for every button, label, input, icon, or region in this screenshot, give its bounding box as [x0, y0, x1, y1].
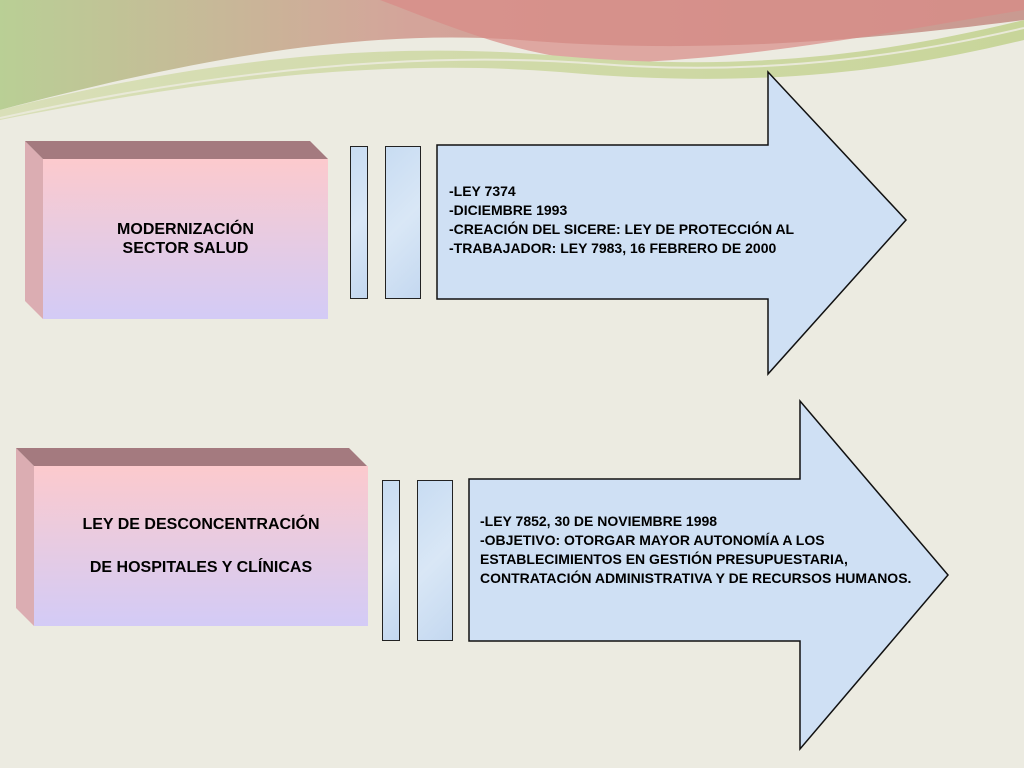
- top-arrow: [436, 70, 908, 376]
- decorative-wave-banner: [0, 0, 1024, 120]
- top-arrow-item: -LEY 7374: [449, 183, 516, 199]
- top-arrow-item: -TRABAJADOR: LEY 7983, 16 FEBRERO DE 200…: [449, 240, 777, 256]
- top-arrow-item: -CREACIÓN DEL SICERE: LEY DE PROTECCIÓN …: [449, 221, 795, 237]
- top-box-line-1: MODERNIZACIÓN: [117, 221, 254, 238]
- top-box-line-2: SECTOR SALUD: [122, 240, 249, 257]
- bottom-box-line-2: DE HOSPITALES Y CLÍNICAS: [89, 559, 313, 576]
- bottom-thin-bar-2: [417, 480, 453, 641]
- bottom-box-bevel: [16, 448, 367, 626]
- bottom-arrow-list: -LEY 7852, 30 DE NOVIEMBRE 1998 -OBJETIV…: [480, 512, 942, 588]
- top-box: MODERNIZACIÓN SECTOR SALUD: [43, 159, 328, 319]
- bottom-thin-bar-1: [382, 480, 400, 641]
- top-box-bevel: [25, 141, 328, 319]
- top-arrow-list: -LEY 7374 -DICIEMBRE 1993 -CREACIÓN DEL …: [449, 182, 794, 258]
- top-thin-bar-2: [385, 146, 421, 299]
- bottom-box: LEY DE DESCONCENTRACIÓN DE HOSPITALES Y …: [34, 466, 368, 626]
- top-arrow-item: -DICIEMBRE 1993: [449, 202, 568, 218]
- bottom-arrow: [468, 399, 949, 752]
- bottom-arrow-item: -OBJETIVO: OTORGAR MAYOR AUTONOMÍA A LOS…: [480, 532, 912, 586]
- bottom-box-line-1: LEY DE DESCONCENTRACIÓN: [82, 516, 320, 533]
- bottom-arrow-item: -LEY 7852, 30 DE NOVIEMBRE 1998: [480, 513, 718, 529]
- top-thin-bar-1: [350, 146, 368, 299]
